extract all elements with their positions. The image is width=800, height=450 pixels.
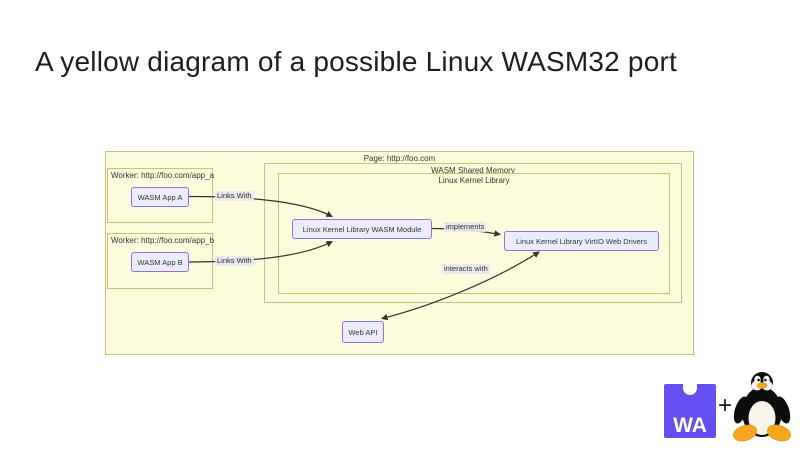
webassembly-logo-text: WA bbox=[673, 414, 707, 437]
webassembly-logo-notch bbox=[683, 384, 697, 395]
node-kernel-wasm-module: Linux Kernel Library WASM Module bbox=[292, 219, 432, 239]
page-container-label: Page: http://foo.com bbox=[363, 154, 436, 163]
node-wasm-app-a: WASM App A bbox=[131, 187, 189, 207]
linux-kernel-library-label: Linux Kernel Library bbox=[438, 176, 510, 185]
node-web-api: Web API bbox=[342, 321, 384, 343]
worker-b-label: Worker: http://foo.com/app_b bbox=[111, 236, 215, 245]
worker-a-label: Worker: http://foo.com/app_a bbox=[111, 171, 215, 180]
plus-sign: + bbox=[717, 392, 732, 419]
edge-label-links-with-b: Links With bbox=[215, 256, 254, 266]
edge-label-interacts-with: interacts with bbox=[442, 264, 490, 274]
linux-tux-icon bbox=[733, 372, 791, 442]
node-virtio-web-drivers: Linux Kernel Library VirtIO Web Drivers bbox=[504, 231, 659, 251]
slide-title: A yellow diagram of a possible Linux WAS… bbox=[35, 46, 677, 77]
edge-label-implements: implements bbox=[444, 222, 487, 232]
edge-label-links-with-a: Links With bbox=[215, 191, 254, 201]
wasm-shared-memory-label: WASM Shared Memory bbox=[431, 166, 515, 175]
webassembly-logo-icon: WA bbox=[664, 384, 716, 438]
node-wasm-app-b: WASM App B bbox=[131, 252, 189, 272]
